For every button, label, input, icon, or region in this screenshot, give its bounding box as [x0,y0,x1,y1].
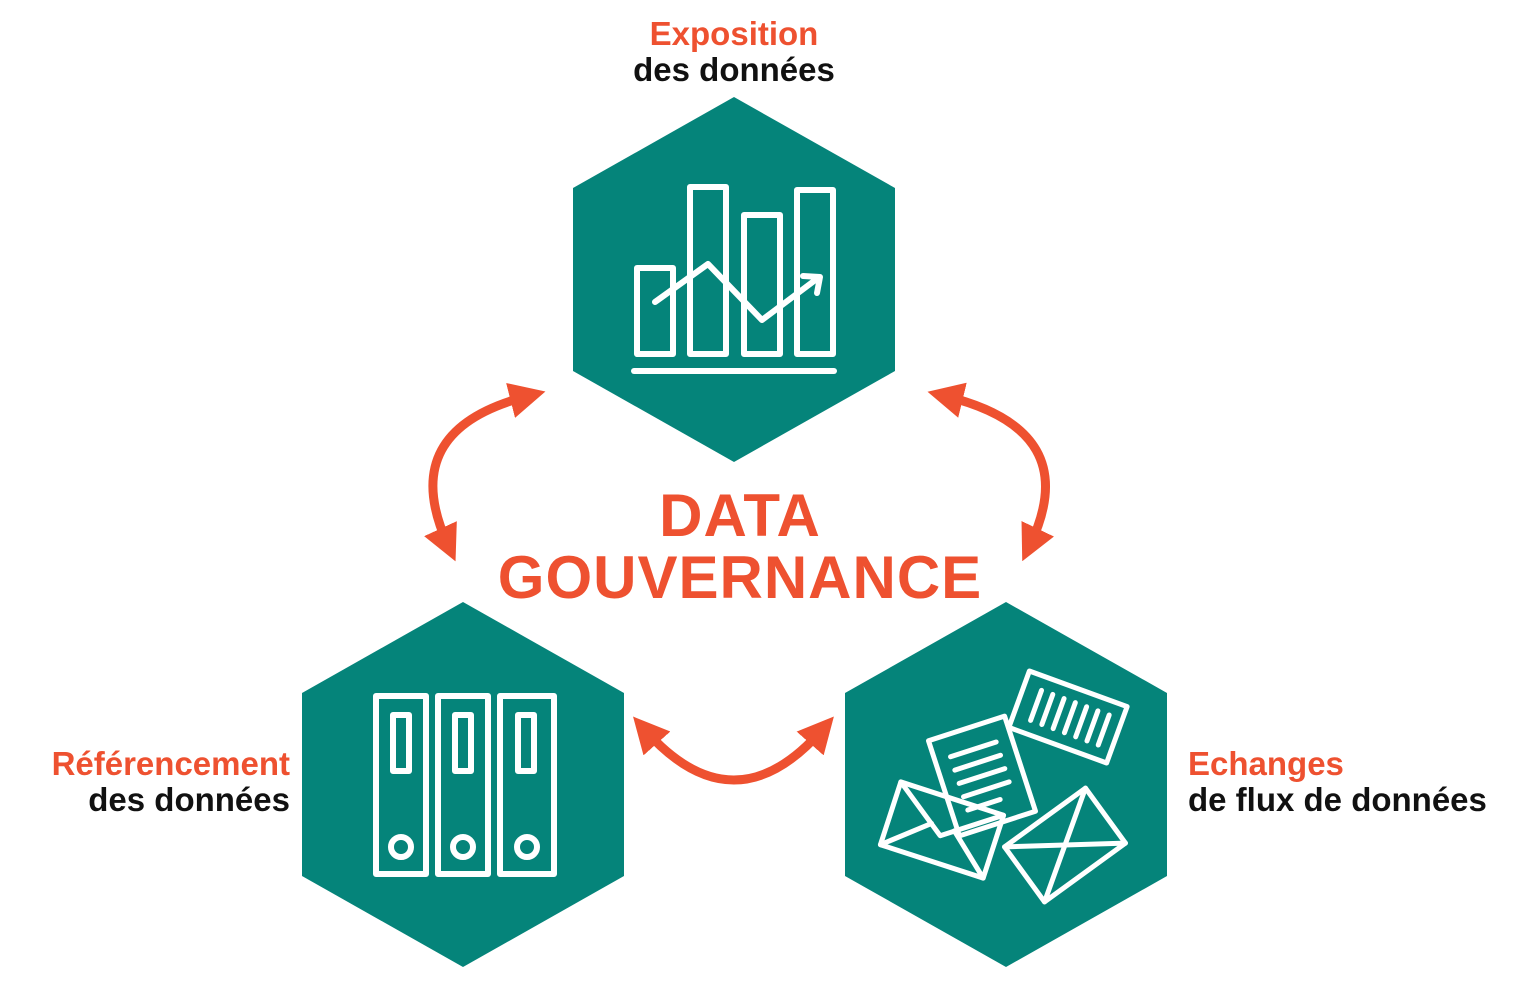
label-echanges-subtitle: de flux de données [1188,781,1487,818]
label-echanges-title: Echanges [1188,745,1344,782]
bidirectional-arrow-left [424,383,546,562]
label-referencement: Référencement des données [0,746,290,818]
label-exposition: Exposition des données [534,16,934,88]
label-echanges: Echanges de flux de données [1188,746,1533,818]
hexagon-exposition [573,97,895,462]
label-exposition-subtitle: des données [633,51,835,88]
bar-chart-icon [631,184,837,374]
bidirectional-arrow-bottom [633,716,834,785]
binders-icon [373,693,557,877]
label-referencement-title: Référencement [51,745,290,782]
center-title-line1: DATA [659,482,821,549]
bidirectional-arrow-right [927,382,1054,562]
documents-envelopes-icon [877,668,1130,905]
label-exposition-title: Exposition [649,15,819,52]
label-referencement-subtitle: des données [88,781,290,818]
hexagon-referencement [302,602,624,967]
center-title-line2: GOUVERNANCE [497,544,983,611]
